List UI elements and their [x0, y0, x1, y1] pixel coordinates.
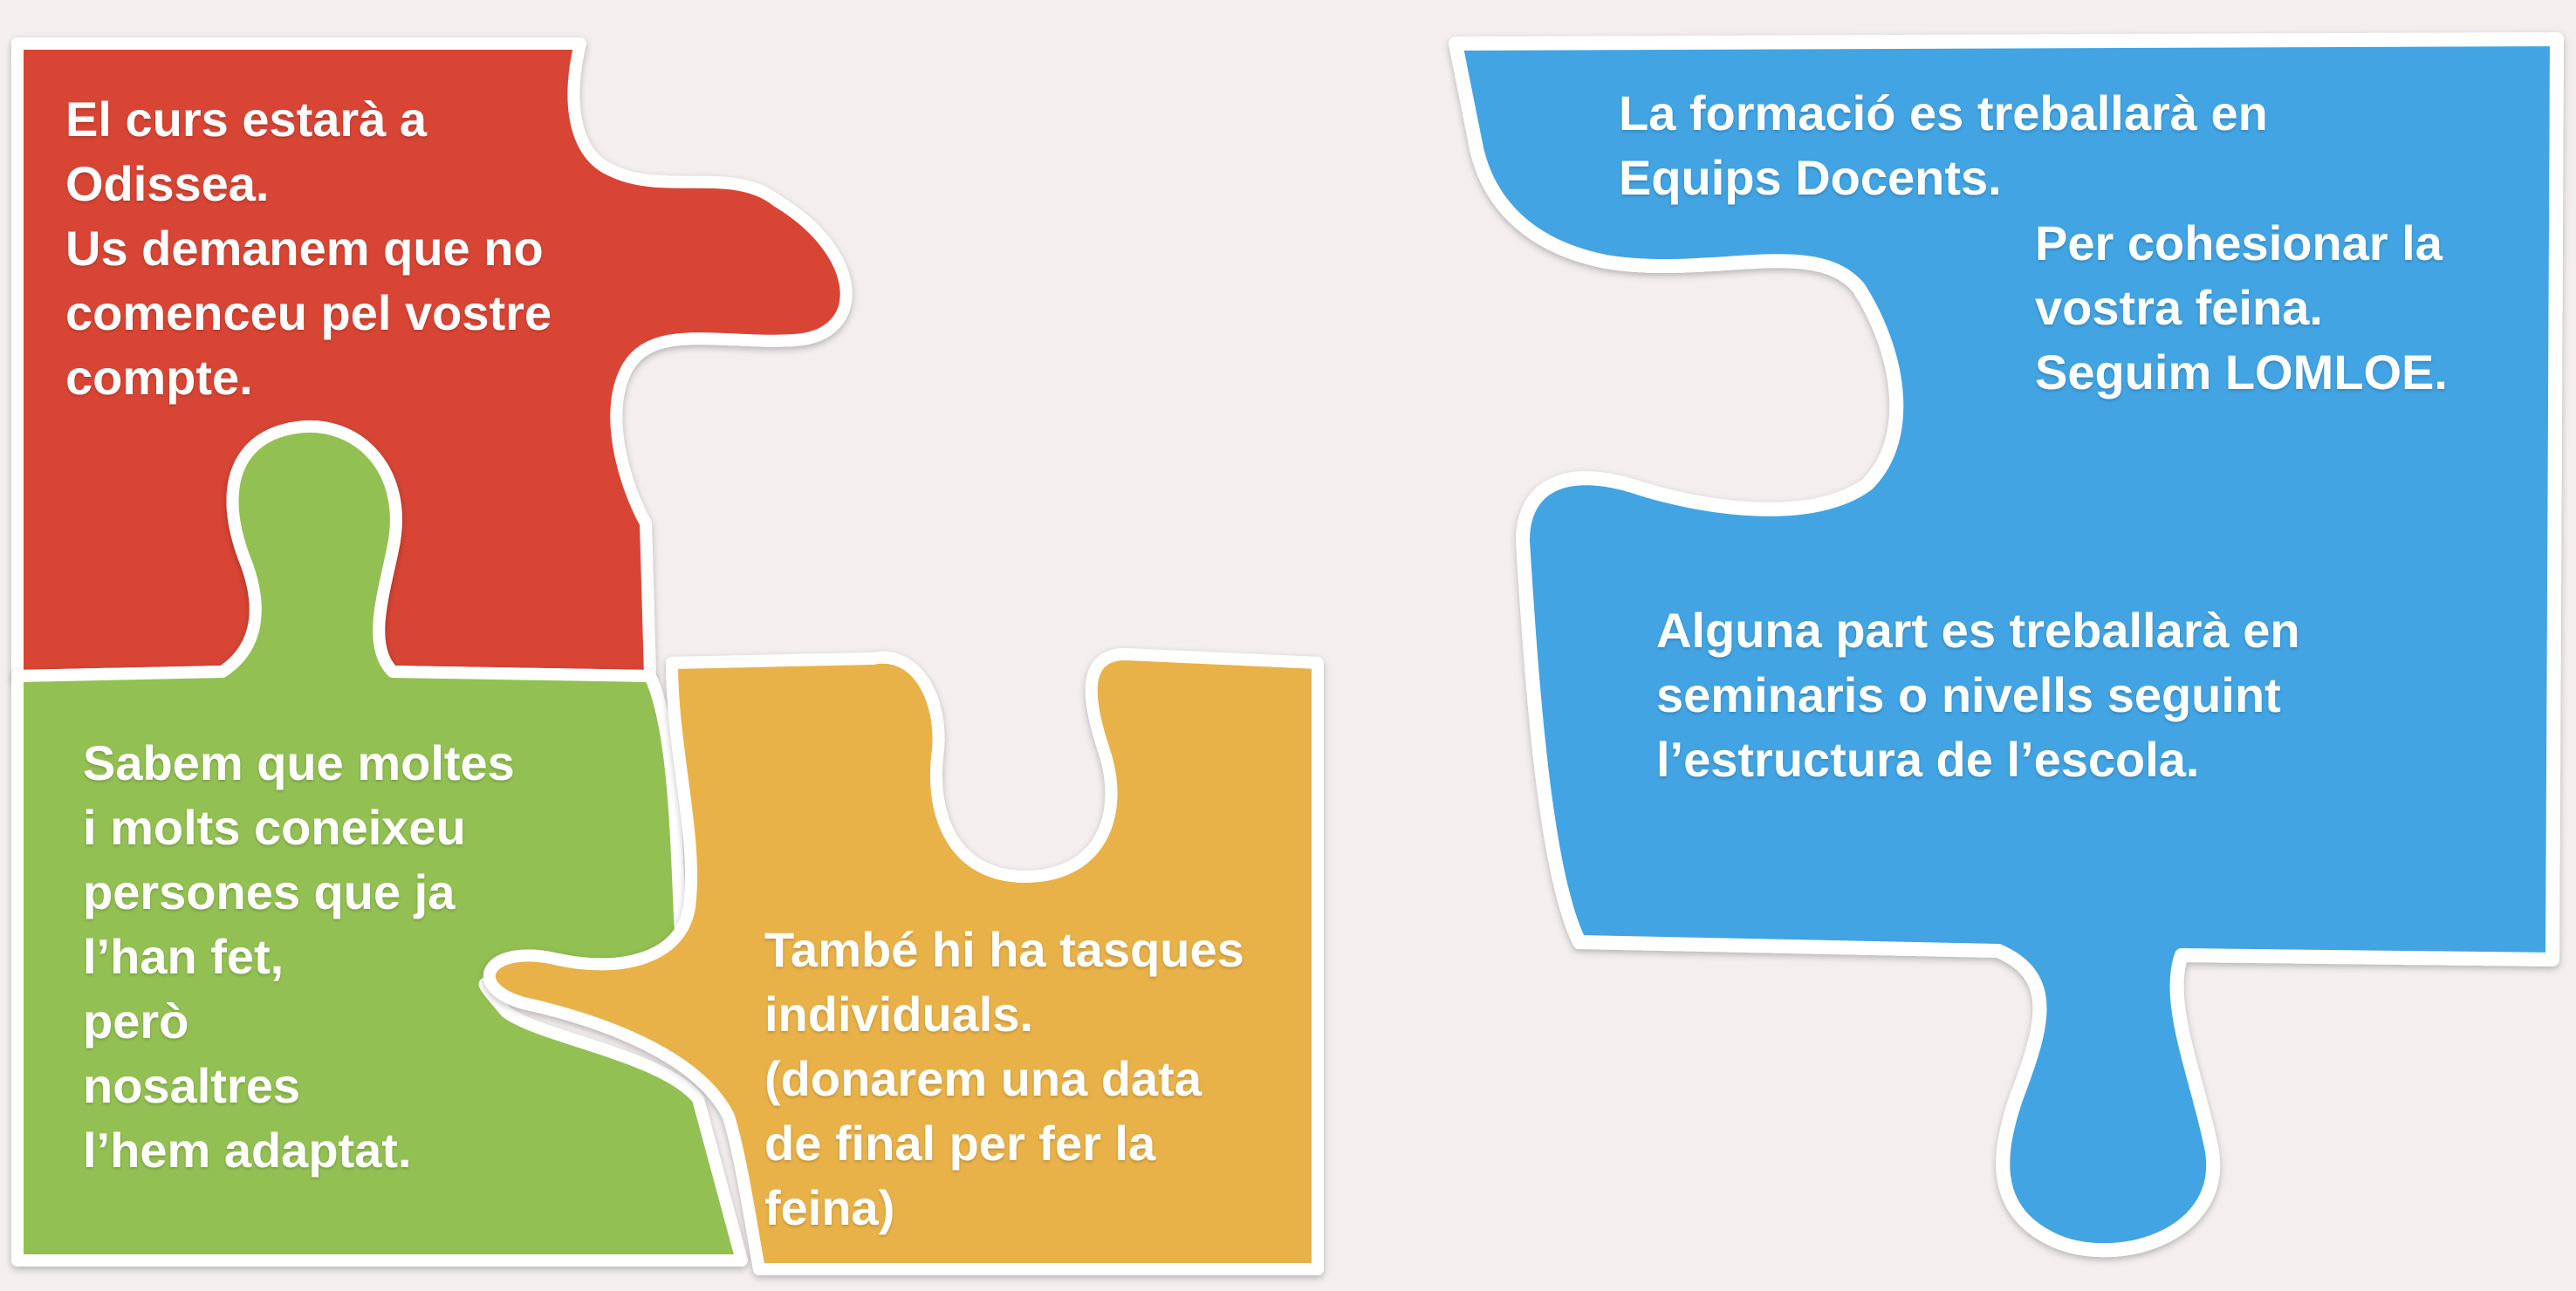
blue-piece-text-1: La formació es treballarà en Equips Doce… — [1619, 85, 2268, 205]
yellow-puzzle-piece — [483, 648, 1324, 1275]
red-piece-text: El curs estarà a Odissea. Us demanem que… — [65, 92, 552, 405]
blue-piece-text-2: Per cohesionar la vostra feina. Seguim L… — [2035, 215, 2448, 400]
blue-puzzle-piece — [1449, 32, 2564, 1258]
yellow-piece-text: També hi ha tasques individuals. (donare… — [764, 922, 1244, 1235]
green-puzzle-piece — [11, 420, 748, 1267]
green-piece-text: Sabem que moltes i molts coneixeu person… — [83, 735, 515, 1178]
blue-piece-text-3: Alguna part es treballarà en seminaris o… — [1656, 603, 2300, 787]
